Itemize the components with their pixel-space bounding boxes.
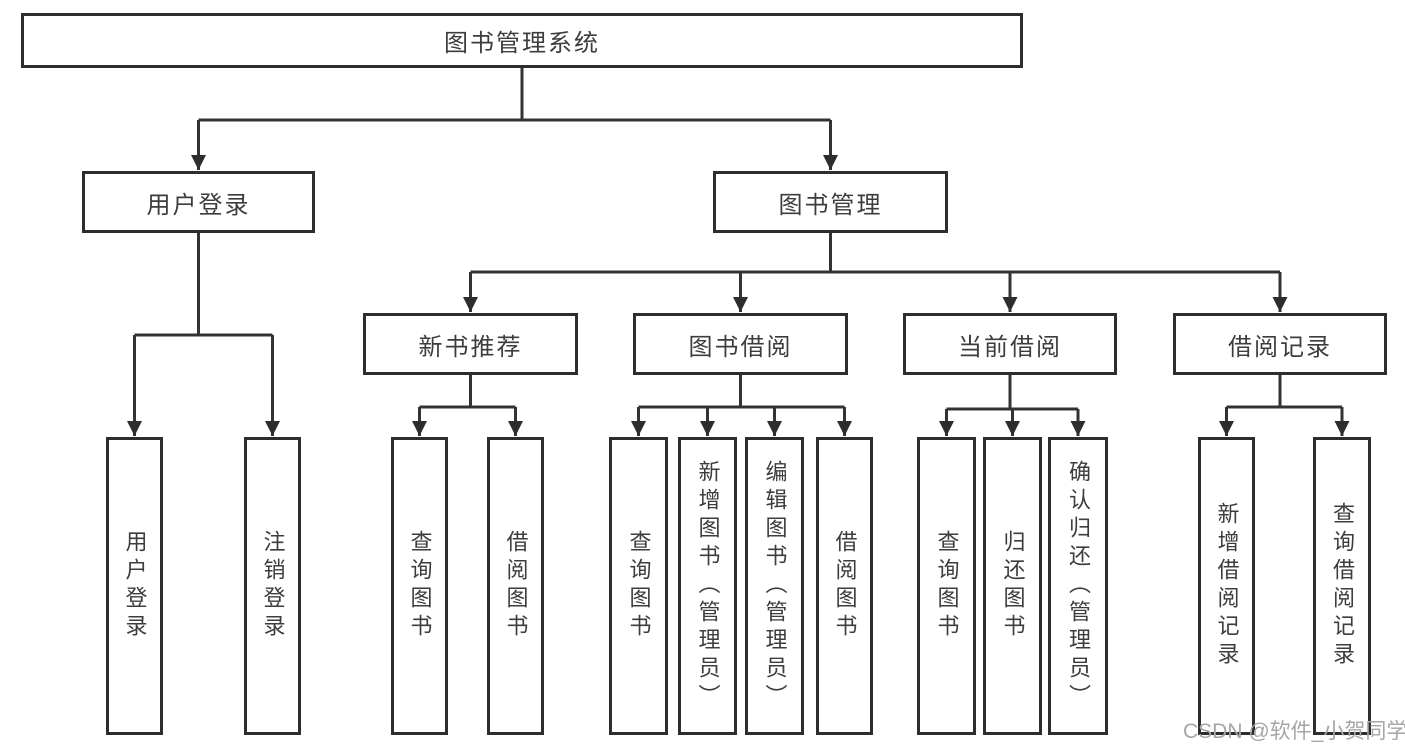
node-leaf-query-borrow-record: 查询借阅记录 xyxy=(1313,437,1371,735)
node-borrowing-records: 借阅记录 xyxy=(1173,313,1387,375)
node-book-management: 图书管理 xyxy=(713,171,948,233)
node-leaf-confirm-return-admin: 确认归还（管理员） xyxy=(1048,437,1108,735)
node-leaf-add-books-admin: 新增图书（管理员） xyxy=(678,437,737,735)
node-current-borrowing: 当前借阅 xyxy=(903,313,1117,375)
node-leaf-query-books-borrow: 查询图书 xyxy=(609,437,668,735)
node-library-management-system: 图书管理系统 xyxy=(21,13,1023,68)
node-leaf-borrow-books-recommend: 借阅图书 xyxy=(487,437,544,735)
node-leaf-add-borrow-record: 新增借阅记录 xyxy=(1198,437,1255,735)
node-user-login: 用户登录 xyxy=(82,171,315,233)
node-leaf-logout: 注销登录 xyxy=(244,437,301,735)
node-new-book-recommendation: 新书推荐 xyxy=(363,313,578,375)
node-leaf-borrow-books: 借阅图书 xyxy=(816,437,873,735)
node-leaf-return-books: 归还图书 xyxy=(983,437,1042,735)
node-leaf-user-login: 用户登录 xyxy=(106,437,163,735)
node-book-borrowing: 图书借阅 xyxy=(633,313,848,375)
node-leaf-query-books-current: 查询图书 xyxy=(917,437,976,735)
csdn-watermark: CSDN @软件_小贺同学 xyxy=(1183,720,1405,743)
node-leaf-edit-books-admin: 编辑图书（管理员） xyxy=(745,437,804,735)
node-leaf-query-books-recommend: 查询图书 xyxy=(391,437,448,735)
